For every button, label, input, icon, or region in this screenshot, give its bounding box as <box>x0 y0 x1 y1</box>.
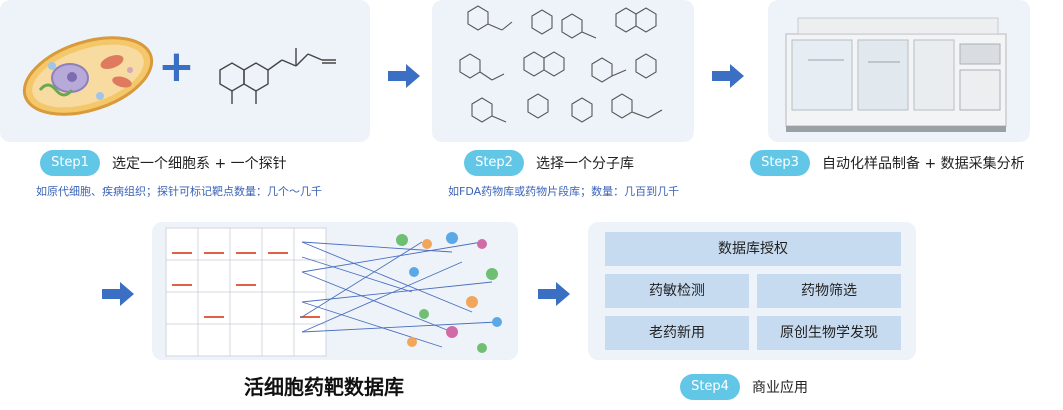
drug-target-network <box>165 227 502 357</box>
step2-subtitle: 如FDA药物库或药物片段库；数量：几百到几千 <box>448 185 680 198</box>
arrow-right-icon <box>538 282 570 306</box>
biology-discovery-box: 原创生物学发现 <box>757 316 901 350</box>
arrow-right-icon <box>102 282 134 306</box>
step1-badge: Step1 <box>40 150 100 176</box>
molecule-library-panel <box>432 0 694 142</box>
step3-title: 自动化样品制备 + 数据采集分析 <box>822 156 1025 172</box>
cell-illustration <box>22 36 154 116</box>
drug-sensitivity-box: 药敏检测 <box>605 274 749 308</box>
probe-structure <box>219 48 336 104</box>
step3-badge: Step3 <box>750 150 810 176</box>
arrow-right-icon <box>712 64 744 88</box>
cell-probe-panel: + <box>0 0 370 142</box>
automation-instrument <box>785 17 1007 132</box>
step1-subtitle: 如原代细胞、疾病组织；探针可标记靶点数量：几个～几千 <box>36 185 322 198</box>
instrument-panel <box>768 0 1030 142</box>
drug-repurposing-box: 老药新用 <box>605 316 749 350</box>
step2-title: 选择一个分子库 <box>536 156 634 172</box>
molecule-structures <box>459 5 663 123</box>
plus-sign: + <box>158 41 195 92</box>
database-license-box: 数据库授权 <box>605 232 901 266</box>
step4-badge: Step4 <box>680 374 740 400</box>
step4-title: 商业应用 <box>752 380 808 396</box>
database-title: 活细胞药靶数据库 <box>244 375 404 399</box>
database-panel <box>152 222 518 360</box>
step1-title: 选定一个细胞系 + 一个探针 <box>112 156 287 172</box>
drug-screening-box: 药物筛选 <box>757 274 901 308</box>
arrow-right-icon <box>388 64 420 88</box>
step2-badge: Step2 <box>464 150 524 176</box>
